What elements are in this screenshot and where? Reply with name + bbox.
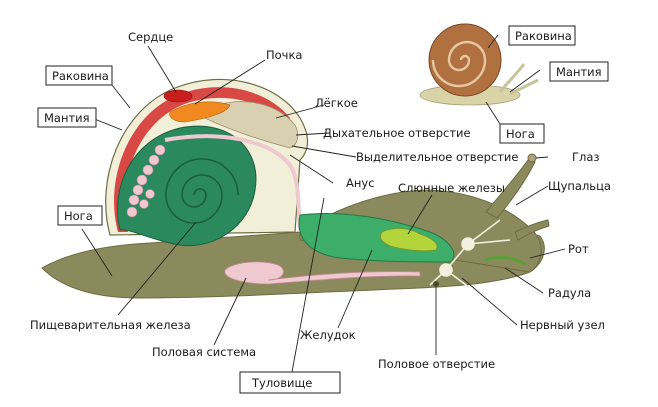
label-rot: Рот <box>568 242 589 256</box>
genital-pore <box>433 281 439 287</box>
label-noga-left: Нога <box>64 209 93 223</box>
intestine <box>126 144 166 218</box>
heart <box>163 89 193 103</box>
label-box-rakovina-right <box>508 25 576 46</box>
label-rakovina-left: Раковина <box>52 69 109 83</box>
digestive-gland-spiral <box>165 158 239 224</box>
label-box-rakovina-left <box>45 65 113 86</box>
rectum <box>164 134 302 231</box>
label-box-mantiya-right <box>549 61 609 82</box>
label-box-noga-right <box>499 123 545 144</box>
label-slyunnye: Слюнные железы <box>398 181 505 195</box>
label-lyogkoe: Лёгкое <box>315 96 358 110</box>
label-box-mantiya-left <box>37 107 97 128</box>
label-rakovina-right: Раковина <box>515 29 572 43</box>
label-box-tulovishche <box>239 371 341 394</box>
small-snail-shell <box>428 23 502 97</box>
radula <box>484 255 526 266</box>
kidney <box>169 101 231 123</box>
label-polovaya-sistema: Половая система <box>152 345 256 359</box>
label-zheludok: Желудок <box>300 328 356 342</box>
eye-tentacle <box>485 159 536 219</box>
label-box-noga-left <box>57 205 103 226</box>
small-snail-shell-spiral <box>431 40 487 88</box>
eye <box>527 153 537 163</box>
label-polovoe-otverstie: Половое отверстие <box>378 357 495 371</box>
label-vydelitelnoe: Выделительное отверстие <box>356 150 518 164</box>
label-nervny-uzel: Нервный узел <box>520 318 605 332</box>
small-snail-head <box>498 63 539 96</box>
label-mantiya-left: Мантия <box>44 111 90 125</box>
reproductive-system <box>224 261 421 285</box>
lung <box>204 101 299 149</box>
label-anus: Анус <box>346 176 375 190</box>
small-tentacle <box>514 219 550 241</box>
label-mantiya-right: Мантия <box>556 65 602 79</box>
label-glaz: Глаз <box>572 150 600 164</box>
label-radula: Радула <box>548 286 591 300</box>
leader-lines <box>81 34 566 373</box>
label-serdtse: Сердце <box>128 30 173 44</box>
label-noga-right: Нога <box>506 127 535 141</box>
label-tulovishche: Туловище <box>251 376 312 390</box>
label-pishchevaritelnaya: Пищеварительная железа <box>30 318 191 332</box>
nerve-ganglion <box>429 219 511 289</box>
label-dykhatelnoe: Дыхательное отверстие <box>323 126 471 140</box>
label-shchupaltsa: Щупальца <box>548 179 611 193</box>
label-pochka: Почка <box>266 48 302 62</box>
